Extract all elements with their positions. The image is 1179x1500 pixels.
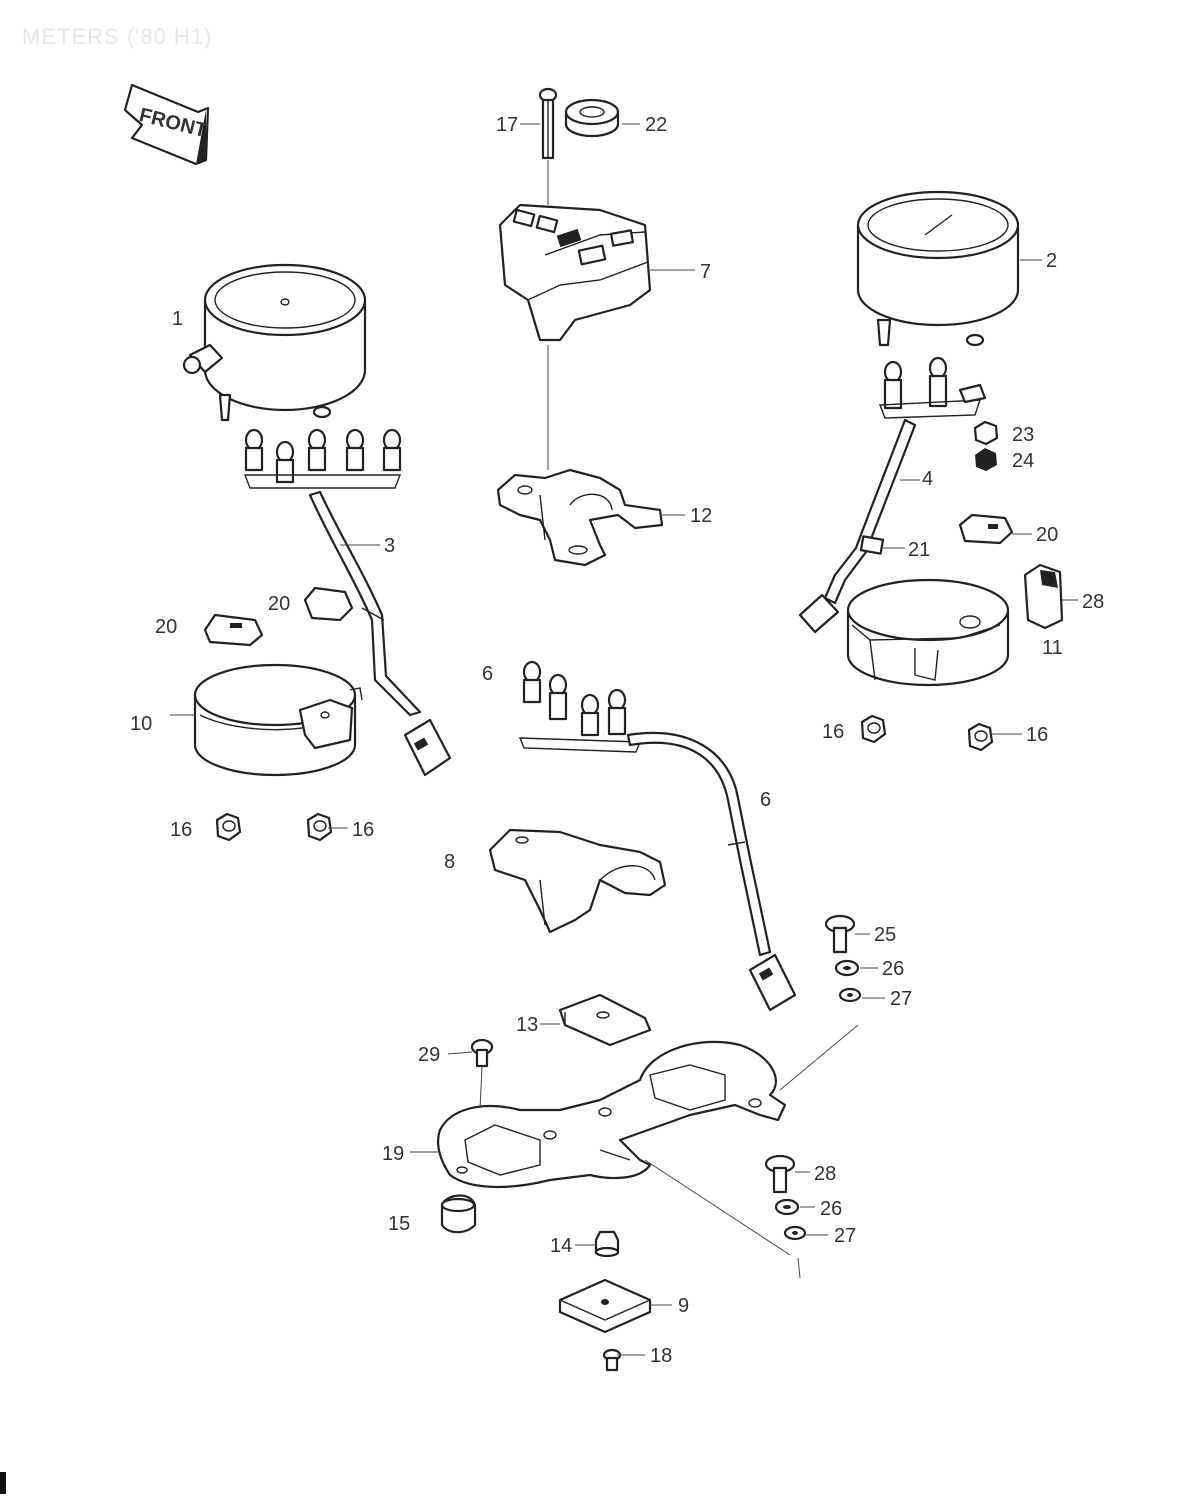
part-27-washer-a xyxy=(838,987,862,1003)
part-4-wiring-harness xyxy=(798,418,917,634)
callout-labels: 1 17 22 7 12 2 23 24 4 21 20 28 11 16 16… xyxy=(130,114,1104,1367)
callout-17: 17 xyxy=(496,114,518,136)
callout-29: 29 xyxy=(418,1044,440,1066)
front-arrow-icon: FRONT xyxy=(123,83,209,166)
part-17-screw xyxy=(538,87,558,160)
callout-22: 22 xyxy=(645,114,667,136)
callout-23: 23 xyxy=(1012,424,1034,446)
callout-6-sockets: 6 xyxy=(482,663,493,685)
callout-3: 3 xyxy=(384,535,395,557)
part-20-cushion-right xyxy=(958,513,1014,545)
callout-16-right-b: 16 xyxy=(1026,724,1048,746)
callout-28-lower: 28 xyxy=(814,1163,836,1185)
callout-20-left-b: 20 xyxy=(155,616,177,638)
part-27-washer-b xyxy=(783,1225,807,1241)
part-24-washer xyxy=(975,448,997,471)
callout-15: 15 xyxy=(388,1213,410,1235)
callout-6-wire: 6 xyxy=(760,789,771,811)
part-9-cushion xyxy=(558,1278,652,1334)
part-28-cap xyxy=(1023,563,1064,630)
callout-13: 13 xyxy=(516,1014,538,1036)
diagram-title: METERS ('80 H1) xyxy=(22,24,213,49)
part-26-washer-a xyxy=(834,959,860,977)
callout-2: 2 xyxy=(1046,250,1057,272)
part-19-base-plate xyxy=(436,1040,791,1256)
callout-11: 11 xyxy=(1042,637,1063,659)
callout-20-left-a: 20 xyxy=(268,593,290,615)
part-11-meter-case xyxy=(846,578,1010,687)
callout-25: 25 xyxy=(874,924,896,946)
callout-10: 10 xyxy=(130,713,152,735)
callout-27-upper: 27 xyxy=(890,988,912,1010)
part-26-washer-b xyxy=(774,1198,800,1216)
part-18-screw xyxy=(602,1348,622,1372)
part-23-nut xyxy=(973,420,999,446)
callout-4: 4 xyxy=(922,468,933,490)
callout-28-right: 28 xyxy=(1082,591,1104,613)
part-6-socket-harness xyxy=(518,660,797,1012)
callout-26-lower: 26 xyxy=(820,1198,842,1220)
part-16-nut-left-b xyxy=(306,812,333,842)
part-29-screw xyxy=(470,1038,494,1111)
part-28-bolt-lower xyxy=(764,1154,796,1194)
part-1-speedometer xyxy=(182,263,402,489)
part-16-nut-right-a xyxy=(860,714,887,744)
part-16-nut-right-b xyxy=(967,722,994,752)
callout-16-left-b: 16 xyxy=(352,819,374,841)
callout-20-right: 20 xyxy=(1036,524,1058,546)
callout-14: 14 xyxy=(550,1235,572,1257)
part-13-pad xyxy=(558,993,652,1047)
part-16-nut-left-a xyxy=(215,812,242,842)
callout-9: 9 xyxy=(678,1295,689,1317)
leader-lines xyxy=(170,123,1078,1356)
part-10-meter-case xyxy=(193,663,363,777)
page-edge-mark xyxy=(0,1472,6,1494)
callout-16-right-a: 16 xyxy=(822,721,844,743)
callout-7: 7 xyxy=(700,261,711,283)
part-7-indicator-housing xyxy=(498,160,652,342)
part-22-grommet xyxy=(564,98,620,138)
part-2-tachometer xyxy=(856,190,1020,419)
part-20-cushion-left xyxy=(203,586,354,647)
callout-21: 21 xyxy=(908,539,930,561)
callout-24: 24 xyxy=(1012,450,1034,472)
callout-16-left-a: 16 xyxy=(170,819,192,841)
callout-27-lower: 27 xyxy=(834,1225,856,1247)
part-25-bolt xyxy=(824,914,856,954)
callout-18: 18 xyxy=(650,1345,672,1367)
callout-1: 1 xyxy=(172,308,183,330)
part-3-wiring-harness xyxy=(308,490,452,777)
part-14-grommet xyxy=(594,1230,620,1258)
part-15-cap-nut xyxy=(440,1194,477,1234)
callout-19: 19 xyxy=(382,1143,404,1165)
callout-8: 8 xyxy=(444,851,455,873)
callout-26-upper: 26 xyxy=(882,958,904,980)
part-12-bracket xyxy=(496,345,664,567)
callout-12: 12 xyxy=(690,505,712,527)
part-8-bracket xyxy=(488,828,667,934)
